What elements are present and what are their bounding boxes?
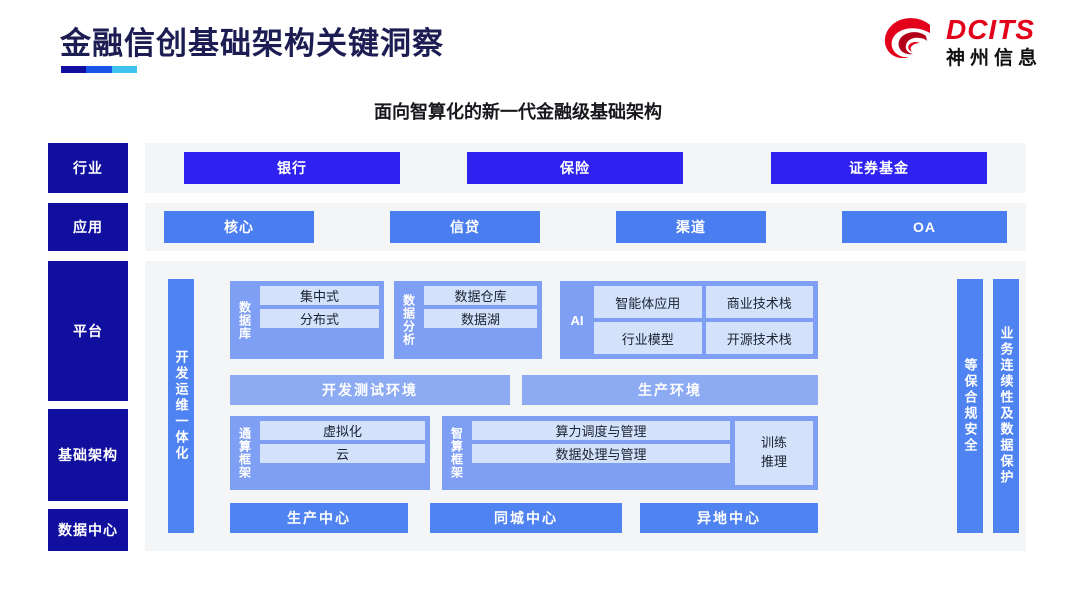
training-label: 训练: [760, 435, 787, 451]
database-item-distributed[interactable]: 分布式: [260, 309, 379, 328]
platform-main-panel: 开发运维一体化 等保合规安全 业务连续性及数据保护 数据库 集中式 分布式 数据…: [145, 261, 1026, 551]
group-ai-label: AI: [570, 312, 584, 328]
ai-item-opensource-stack[interactable]: 开源技术栈: [705, 322, 813, 354]
datacenter-box-same-city[interactable]: 同城中心: [430, 503, 622, 533]
group-general-framework-label: 通算框架: [237, 427, 252, 479]
group-general-computing-framework[interactable]: 通算框架 虚拟化 云: [230, 416, 430, 490]
sidebar-item-application[interactable]: 应用: [48, 203, 128, 251]
brand-logo: DCITS 神州信息: [882, 16, 1042, 68]
intelligent-framework-item-compute-scheduling[interactable]: 算力调度与管理: [472, 421, 730, 440]
sidebar-item-datacenter[interactable]: 数据中心: [48, 509, 128, 551]
page-header: 金融信创基础架构关键洞察 DCITS 神州信息: [0, 0, 1080, 88]
dcits-swoosh-icon: [884, 18, 930, 59]
application-box-oa[interactable]: OA: [842, 211, 1007, 243]
intelligent-framework-training-inference-box[interactable]: 训练 推理: [735, 421, 813, 485]
logo-text-cn: 神州信息: [945, 48, 1042, 69]
ai-item-industry-model[interactable]: 行业模型: [594, 322, 702, 354]
ai-item-commercial-stack[interactable]: 商业技术栈: [705, 286, 813, 318]
analytics-item-lake[interactable]: 数据湖: [424, 309, 537, 328]
stripe-light: [839, 575, 1080, 608]
rail-compliance[interactable]: 等保合规安全: [957, 279, 983, 533]
sidebar-item-industry[interactable]: 行业: [48, 143, 128, 193]
industry-box-insurance[interactable]: 保险: [467, 152, 683, 184]
title-underline-rule: [61, 66, 137, 73]
group-intelligent-framework-label: 智算框架: [449, 427, 464, 479]
sidebar-item-platform[interactable]: 平台: [48, 261, 128, 401]
rule-segment-navy: [61, 66, 86, 73]
industry-box-bank[interactable]: 银行: [184, 152, 400, 184]
database-item-centralized[interactable]: 集中式: [260, 286, 379, 305]
inference-label: 推理: [760, 454, 787, 469]
application-box-credit[interactable]: 信贷: [390, 211, 540, 243]
rule-segment-blue: [86, 66, 112, 73]
industry-row-panel: 银行 保险 证券基金: [145, 143, 1026, 193]
ai-item-agent-app[interactable]: 智能体应用: [594, 286, 702, 318]
architecture-diagram: 行业 应用 平台 基础架构 数据中心 银行 保险 证券基金 核心 信贷 渠道 O…: [48, 143, 1026, 566]
group-ai[interactable]: AI 智能体应用 商业技术栈 行业模型 开源技术栈: [560, 281, 818, 359]
group-database-label: 数据库: [237, 300, 252, 340]
group-data-analytics[interactable]: 数据分析 数据仓库 数据湖: [394, 281, 542, 359]
intelligent-framework-item-data-processing[interactable]: 数据处理与管理: [472, 444, 730, 463]
rail-devops[interactable]: 开发运维一体化: [168, 279, 194, 533]
rule-segment-cyan: [112, 66, 137, 73]
datacenter-box-production[interactable]: 生产中心: [230, 503, 408, 533]
datacenter-box-remote-city[interactable]: 异地中心: [640, 503, 818, 533]
application-row-panel: 核心 信贷 渠道 OA: [145, 203, 1026, 251]
group-intelligent-computing-framework[interactable]: 智算框架 算力调度与管理 数据处理与管理 训练 推理: [442, 416, 818, 490]
environment-bar-production[interactable]: 生产环境: [522, 375, 818, 405]
environment-bar-dev-test[interactable]: 开发测试环境: [230, 375, 510, 405]
analytics-item-warehouse[interactable]: 数据仓库: [424, 286, 537, 305]
page-title: 金融信创基础架构关键洞察: [60, 26, 444, 61]
industry-box-securities[interactable]: 证券基金: [771, 152, 987, 184]
sidebar-item-infrastructure[interactable]: 基础架构: [48, 409, 128, 501]
application-box-channel[interactable]: 渠道: [616, 211, 766, 243]
group-analytics-label: 数据分析: [401, 294, 416, 346]
group-database[interactable]: 数据库 集中式 分布式: [230, 281, 384, 359]
rail-continuity[interactable]: 业务连续性及数据保护: [993, 279, 1019, 533]
application-box-core[interactable]: 核心: [164, 211, 314, 243]
logo-text-en: DCITS: [945, 14, 1035, 45]
general-framework-item-cloud[interactable]: 云: [260, 444, 425, 463]
diagram-subtitle: 面向智算化的新一代金融级基础架构: [374, 102, 662, 122]
general-framework-item-virtualization[interactable]: 虚拟化: [260, 421, 425, 440]
